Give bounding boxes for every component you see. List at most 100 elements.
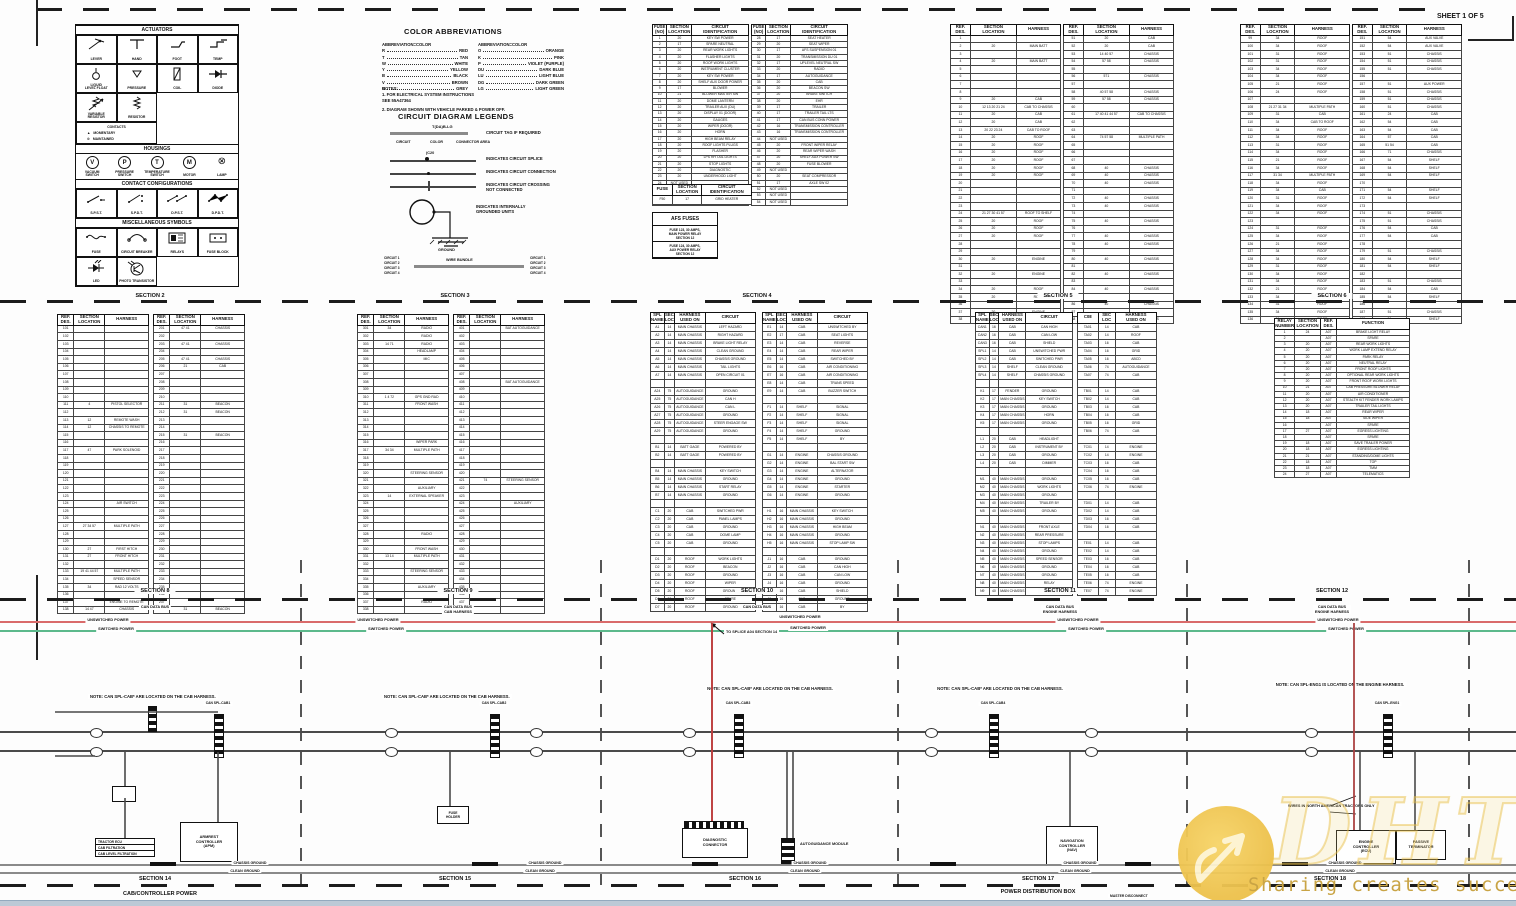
table-row: 112 [56,408,149,417]
color-abbreviations-title: COLOR ABBREVIATIONS [404,27,503,36]
unswitched-label-5: UNSWITCHED POWER [1315,618,1361,623]
foot-icon [171,41,186,48]
pressure-switch-icon: P [118,156,132,169]
table-row: 234 [152,575,245,585]
spl-cab4-label: CAN SPL-CAB4 [978,701,1008,706]
table-row: 309 [356,385,449,395]
table-row: 109 [56,385,149,395]
dpst-icon [167,195,188,202]
table-row: 74 [1063,209,1175,219]
table-row: 405 [452,355,545,364]
table-row: 326 [356,514,449,524]
table-row: 116 [56,438,149,448]
table-row: 173 [1352,201,1462,211]
table-row: 107 [1240,95,1350,105]
horizontal-scrollbar[interactable] [0,900,1516,906]
table-row [762,394,869,404]
table-row: 65 [1063,141,1175,150]
ground-splice [472,862,498,866]
inline-connector [1305,747,1318,757]
housings-title: HOUSINGS [76,144,238,154]
table-row: 55 [1063,65,1175,74]
vacuum-switch-icon: V [85,156,99,169]
table-row: 229 [152,537,245,547]
table-row: 76 [1063,224,1175,234]
table-row: 407 [452,370,545,380]
unswitched-label-4: UNSWITCHED POWER [1055,618,1101,623]
clean-ground-label-3: CLEAN GROUND [788,869,822,874]
table-row: 107 [56,370,149,380]
circuit-breaker-icon [127,234,147,242]
unswitched-power-bus [0,621,1516,623]
table-row: 128 [56,529,149,539]
table-row: 412 [452,408,545,417]
ground-splice [150,862,176,866]
table-row: 105 [56,355,149,364]
engine-harness-note: NOTE: CAN SPL-ENG1 IS LOCATED ON THE ENG… [1273,682,1407,688]
inline-connector [385,728,398,738]
table-row: 410 [452,393,545,402]
table-row: 31 [950,262,1062,272]
liquid-level-float-icon [92,68,101,80]
table-row: 216 [152,438,245,448]
fuse-icon [86,234,107,240]
table-row: 332 [356,560,449,569]
pressure-icon [131,70,142,78]
table-row: 226 [152,514,245,524]
circuit-legends-title: CIRCUIT DIAGRAM LEGENDS [398,112,514,121]
table-row: 23 [950,201,1062,211]
